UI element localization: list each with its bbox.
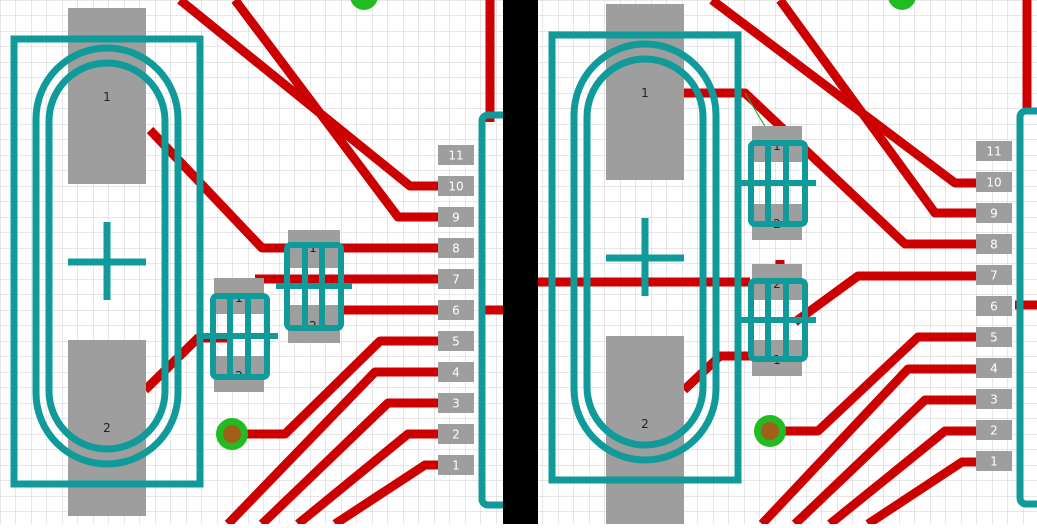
- connector-pin-pad[interactable]: [976, 358, 1012, 378]
- crystal-outline-oval-inner: [45, 59, 169, 453]
- connector-pin-label: 1: [452, 459, 460, 473]
- connector-pin-pad[interactable]: [976, 172, 1012, 192]
- connector-pin-pad[interactable]: [438, 300, 474, 320]
- capacitor-c2-left[interactable]: 1 2: [202, 278, 278, 392]
- connector-pin-label: 2: [452, 428, 460, 442]
- connector-pin-label: 6: [452, 304, 460, 318]
- cap-outline-detail: [740, 281, 816, 359]
- connector-pin-pad[interactable]: [438, 362, 474, 382]
- polarity-plus: [606, 218, 684, 296]
- connector-pin-label: 8: [990, 238, 998, 252]
- connector-pin-pad[interactable]: [976, 420, 1012, 440]
- connector-pin-pad[interactable]: [976, 265, 1012, 285]
- trace[interactable]: [758, 364, 978, 528]
- capacitor-c2-right[interactable]: 2 1: [740, 264, 816, 376]
- trace[interactable]: [776, 0, 978, 218]
- polarity-plus: [68, 222, 146, 300]
- connector-pin-pad[interactable]: [438, 207, 474, 227]
- cap-pad-2[interactable]: [288, 305, 340, 343]
- connector-pin-pad[interactable]: [976, 141, 1012, 161]
- trace[interactable]: [865, 457, 978, 528]
- connector-pin-pad[interactable]: [976, 234, 1012, 254]
- trace[interactable]: [232, 336, 440, 439]
- connector-pin-pad[interactable]: [976, 451, 1012, 471]
- connector-pin-label: 3: [452, 397, 460, 411]
- trace[interactable]: [827, 426, 978, 528]
- via-left[interactable]: [216, 418, 248, 450]
- pad-label: 2: [103, 421, 111, 435]
- via-top[interactable]: [350, 0, 378, 10]
- connector-pin-label: 7: [990, 269, 998, 283]
- connector-pin-pad[interactable]: [438, 269, 474, 289]
- connector-pin-label: 11: [448, 149, 463, 163]
- trace[interactable]: [177, 0, 440, 191]
- connector-pin-label: 5: [990, 331, 998, 345]
- connector-pin-label: 6: [990, 300, 998, 314]
- crystal-y1-right[interactable]: 1 2: [548, 4, 742, 524]
- connector-pin-pad[interactable]: [976, 296, 1012, 316]
- connector-pin-pad[interactable]: [438, 393, 474, 413]
- connector-pin-pad[interactable]: [438, 176, 474, 196]
- trace[interactable]: [231, 0, 440, 222]
- connector-pin-label: 9: [990, 207, 998, 221]
- trace[interactable]: [224, 367, 440, 528]
- pad-label: 1: [641, 86, 649, 100]
- cap-outline-detail: [276, 245, 352, 328]
- connector-pin-label: 10: [448, 180, 463, 194]
- connector-pin-label: 7: [452, 273, 460, 287]
- connector-pin-pad[interactable]: [438, 145, 474, 165]
- via-right[interactable]: [754, 415, 786, 447]
- connector-pin-pad[interactable]: [438, 455, 474, 475]
- connector-pin-label: 4: [990, 362, 998, 376]
- trace[interactable]: [146, 126, 440, 253]
- connector-pin-pad[interactable]: [976, 327, 1012, 347]
- crystal-pad-2[interactable]: [606, 336, 684, 524]
- trace[interactable]: [792, 271, 978, 326]
- capacitor-c1-left[interactable]: 1 2: [276, 230, 352, 343]
- trace[interactable]: [332, 460, 440, 528]
- crystal-outline-rect: [10, 35, 204, 488]
- trace[interactable]: [295, 429, 440, 528]
- crystal-y1-left[interactable]: 1 2: [10, 8, 204, 516]
- crystal-outline-rect: [548, 31, 742, 484]
- panel-divider: [503, 0, 538, 524]
- via-top[interactable]: [888, 0, 916, 10]
- connector-pin-label: 10: [986, 176, 1001, 190]
- connector-right: 11 10 9 8 7 6 5 4 3 2 1: [976, 107, 1037, 508]
- connector-pin-label: 1: [990, 455, 998, 469]
- connector-outline: [1016, 107, 1037, 508]
- connector-pin-label: 9: [452, 211, 460, 225]
- connector-pin-pad[interactable]: [976, 389, 1012, 409]
- capacitor-c1-right[interactable]: 1 2: [740, 126, 816, 240]
- connector-pin-pad[interactable]: [438, 424, 474, 444]
- connector-pin-label: 5: [452, 335, 460, 349]
- trace[interactable]: [709, 0, 978, 188]
- crystal-outline-oval-inner: [583, 55, 707, 449]
- cap-pad-1[interactable]: [288, 230, 340, 268]
- cap-outline-detail: [202, 296, 278, 377]
- trace[interactable]: [791, 395, 978, 528]
- connector-pin-pad[interactable]: [438, 238, 474, 258]
- connector-pin-label: 2: [990, 424, 998, 438]
- connector-pin-label: 11: [986, 145, 1001, 159]
- crystal-outline-oval-outer: [570, 40, 720, 464]
- cap-outline-detail: [740, 143, 816, 224]
- trace[interactable]: [770, 332, 978, 436]
- pad-label: 2: [641, 417, 649, 431]
- connector-pin-label: 8: [452, 242, 460, 256]
- panel-left: 1 2 1 2 1 2: [10, 0, 516, 528]
- trace[interactable]: [258, 398, 440, 528]
- pad-label: 1: [103, 90, 111, 104]
- panel-right: 1 2 1 2 2 1: [538, 0, 1037, 528]
- connector-pin-pad[interactable]: [438, 331, 474, 351]
- connector-pin-pad[interactable]: [976, 203, 1012, 223]
- connector-pin-label: 3: [990, 393, 998, 407]
- connector-pin-label: 4: [452, 366, 460, 380]
- crystal-outline-oval-outer: [32, 44, 182, 468]
